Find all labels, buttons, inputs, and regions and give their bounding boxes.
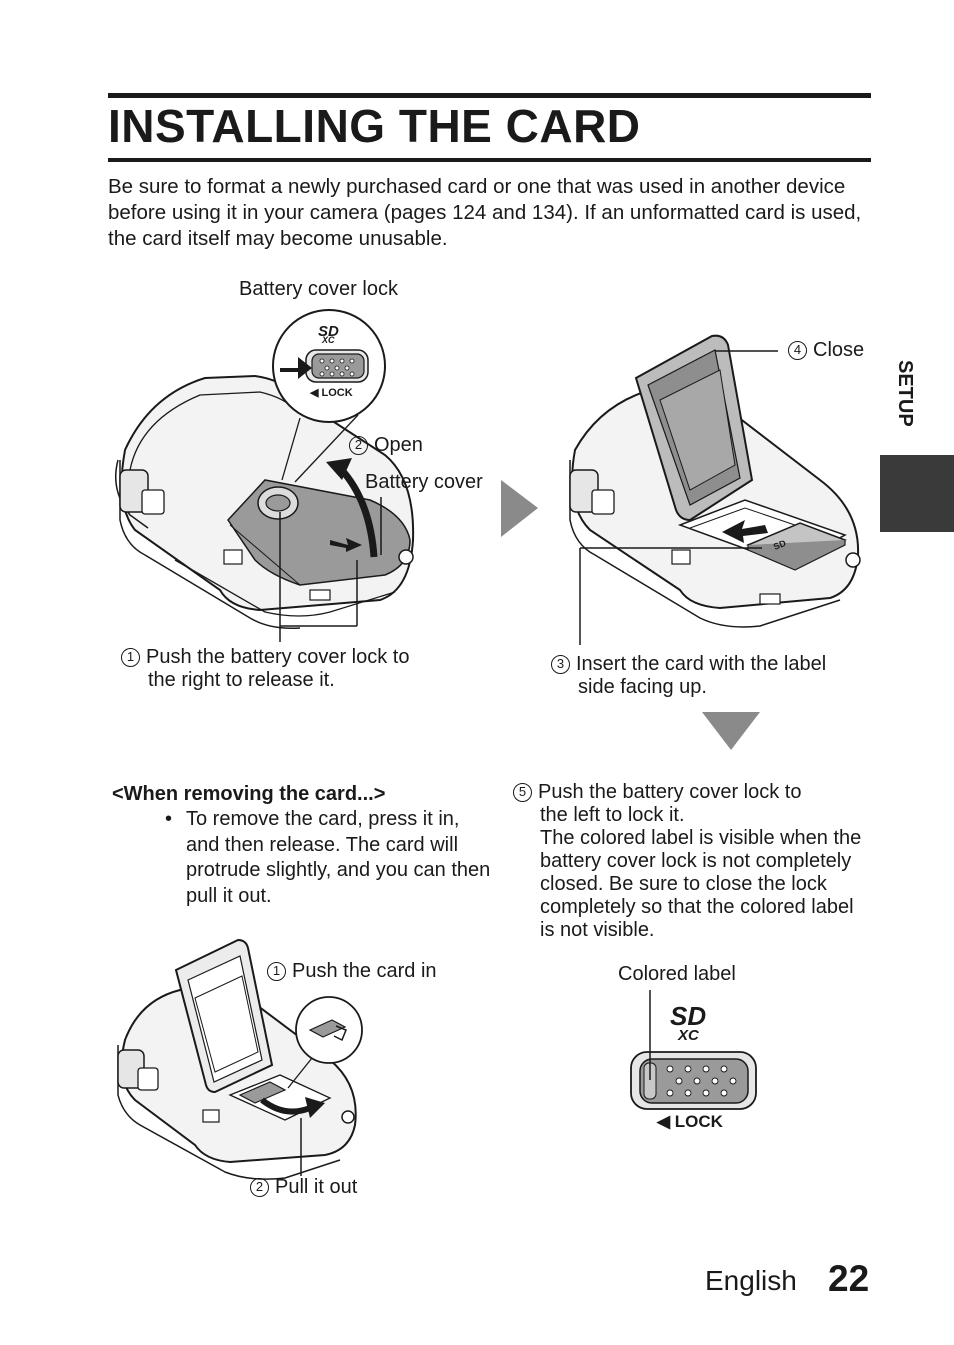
step-number-3: 3	[551, 655, 570, 674]
colored-label-caption: Colored label	[618, 963, 736, 985]
page-title: INSTALLING THE CARD	[108, 100, 641, 152]
removing-heading: <When removing the card...>	[112, 783, 386, 805]
battery-cover-lock-label: Battery cover lock	[239, 278, 398, 300]
side-tab-block	[880, 455, 954, 532]
lock-text-closeup: ◀ LOCK	[657, 1112, 723, 1131]
bullet-dot: •	[165, 808, 173, 830]
step-number-1: 1	[121, 648, 140, 667]
lock-text-zoom: ◀ LOCK	[310, 387, 353, 399]
intro-paragraph: Be sure to format a newly purchased card…	[108, 175, 862, 250]
svg-text:XC: XC	[677, 1027, 700, 1044]
battery-cover-label: Battery cover	[365, 471, 483, 493]
step-number-pull: 2	[250, 1178, 269, 1197]
title-top-rule	[108, 93, 871, 98]
svg-text:SD: SD	[318, 323, 339, 340]
step-number-4: 4	[788, 341, 807, 360]
footer-language: English	[705, 1265, 797, 1296]
step-number-2: 2	[349, 436, 368, 455]
svg-text:SD: SD	[772, 538, 788, 552]
footer-page-number: 22	[828, 1258, 870, 1299]
removing-text: To remove the card, press it in, and the…	[186, 808, 491, 907]
removing-bullet: • To remove the card, press it in, and t…	[165, 807, 495, 909]
svg-text:XC: XC	[321, 335, 335, 345]
side-tab-label: SETUP	[894, 360, 916, 427]
step-number-5: 5	[513, 783, 532, 802]
step-number-push: 1	[267, 962, 286, 981]
svg-text:SD: SD	[670, 1001, 706, 1031]
title-bottom-rule	[108, 158, 871, 162]
